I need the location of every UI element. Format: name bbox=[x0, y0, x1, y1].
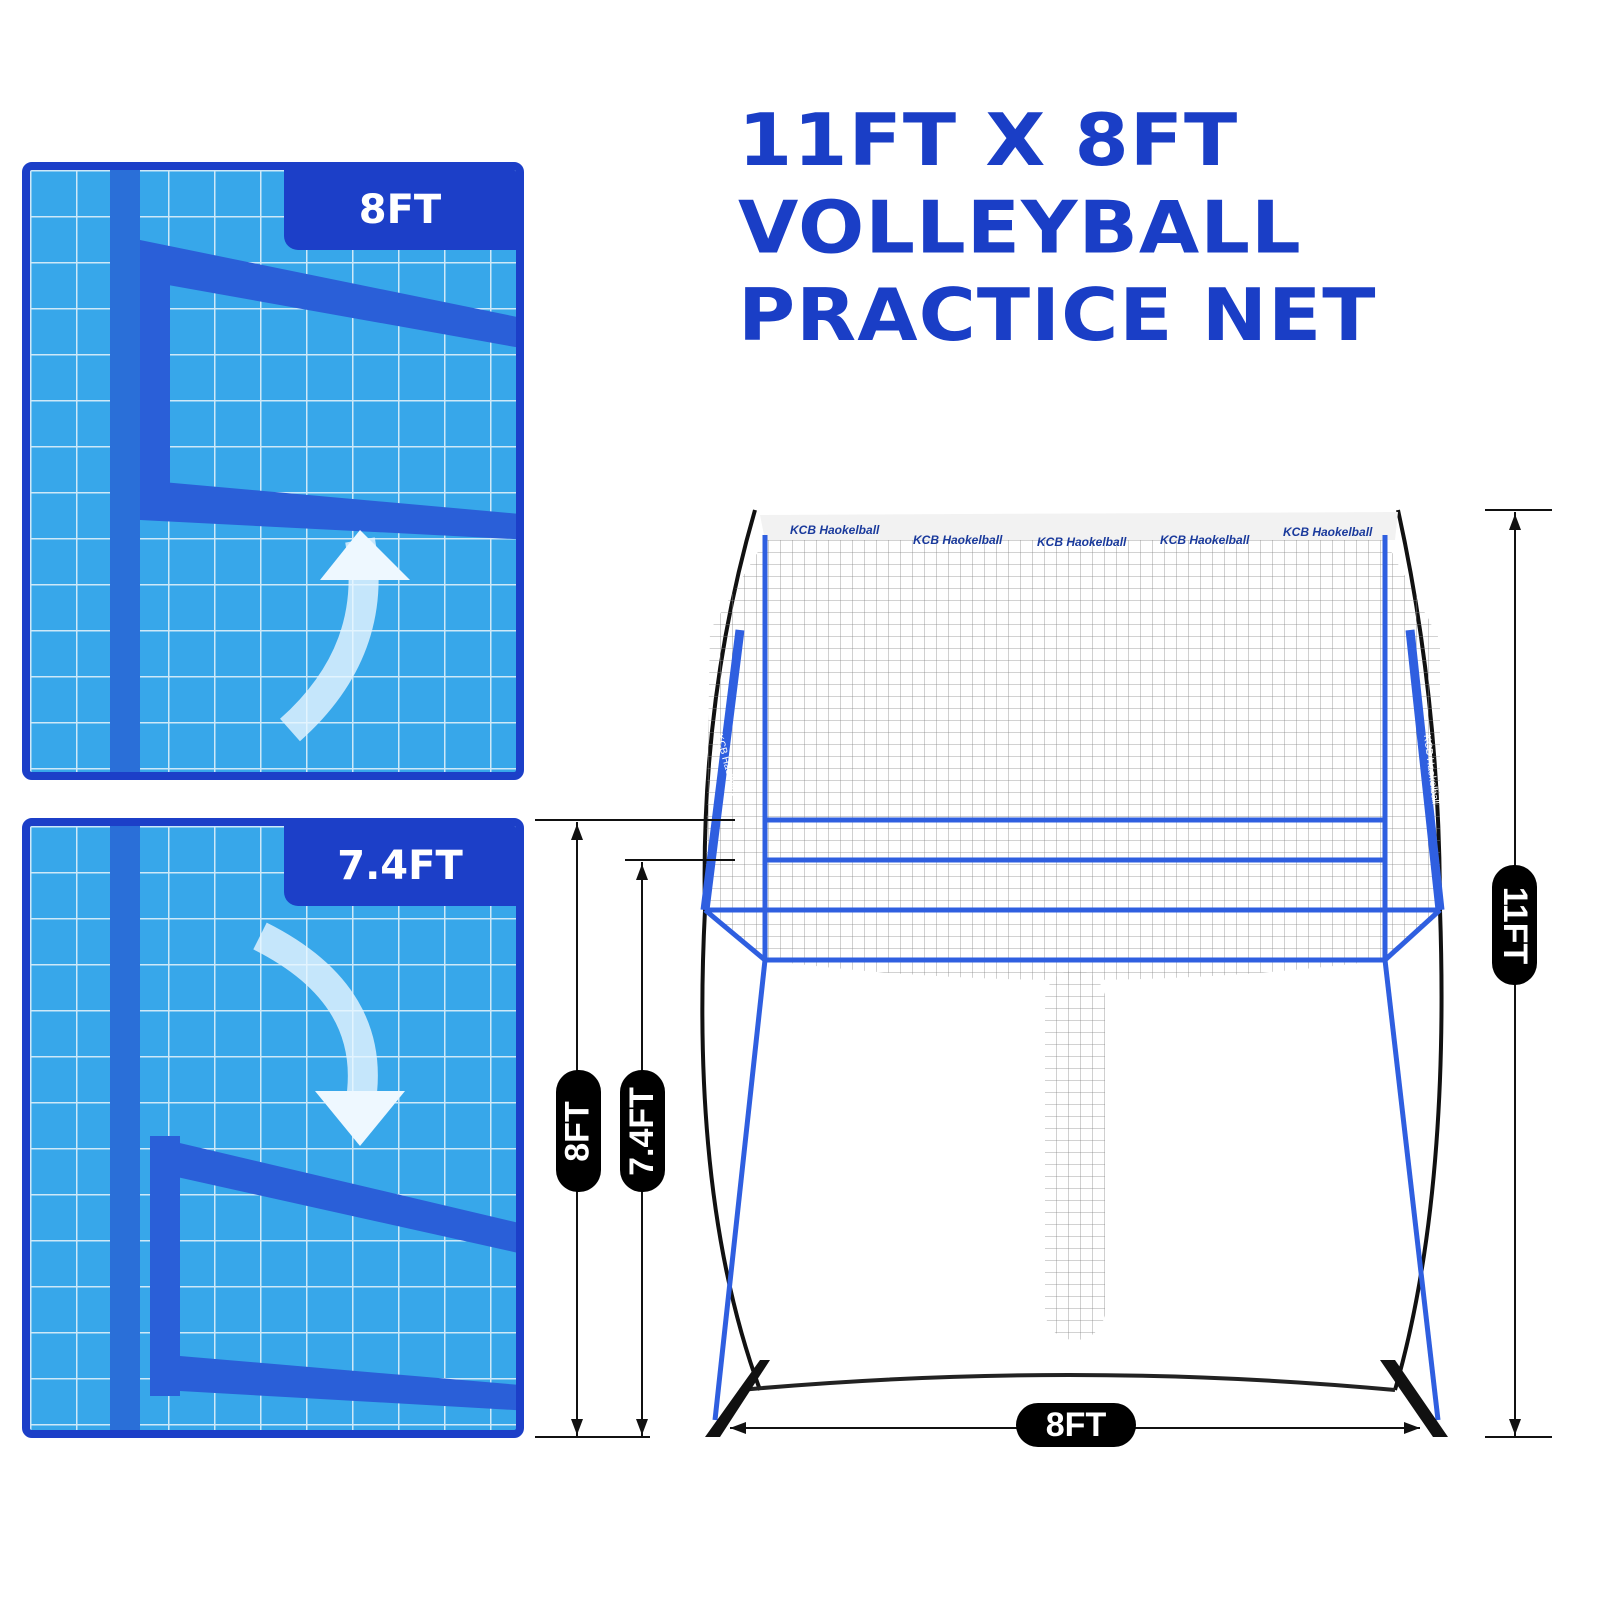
brand-banner bbox=[760, 512, 1398, 540]
high-height-badge: 8FT bbox=[556, 1070, 601, 1192]
net-closeup-image bbox=[30, 826, 516, 1430]
arrow-down-icon bbox=[315, 1091, 405, 1146]
title-line: VOLLEYBALL bbox=[738, 187, 1302, 271]
base-foot bbox=[1380, 1360, 1448, 1437]
brand-text: KCB Haokelball bbox=[790, 523, 880, 537]
blue-frame bbox=[700, 535, 1445, 1421]
brand-text: KCB Haokelball bbox=[1283, 525, 1373, 539]
title-line: 11FT X 8FT bbox=[738, 99, 1239, 183]
height-8ft-detail-panel: 8FT bbox=[22, 162, 524, 780]
base-foot bbox=[705, 1360, 770, 1437]
brand-text: KCB Haokelball bbox=[1037, 535, 1127, 549]
height-7-4ft-detail-panel: 7.4FT bbox=[22, 818, 524, 1438]
base-bar bbox=[739, 1373, 1396, 1392]
title-line: PRACTICE NET bbox=[738, 274, 1377, 358]
brand-text: KCB Haokelball bbox=[1160, 533, 1250, 547]
low-height-badge: 7.4FT bbox=[620, 1070, 665, 1192]
height-label-tab: 7.4FT bbox=[284, 826, 516, 906]
product-title: 11FT X 8FT VOLLEYBALL PRACTICE NET bbox=[738, 98, 1377, 360]
width-badge: 8FT bbox=[1016, 1403, 1136, 1447]
total-height-badge: 11FT bbox=[1492, 865, 1537, 985]
arrow-up-icon bbox=[320, 530, 410, 580]
net-closeup-image bbox=[30, 170, 516, 772]
ball-return-chute bbox=[1045, 970, 1105, 1340]
net-mesh bbox=[765, 540, 1385, 960]
height-label-tab: 8FT bbox=[284, 170, 516, 250]
brand-text: KCB Haokelball bbox=[913, 533, 1003, 547]
